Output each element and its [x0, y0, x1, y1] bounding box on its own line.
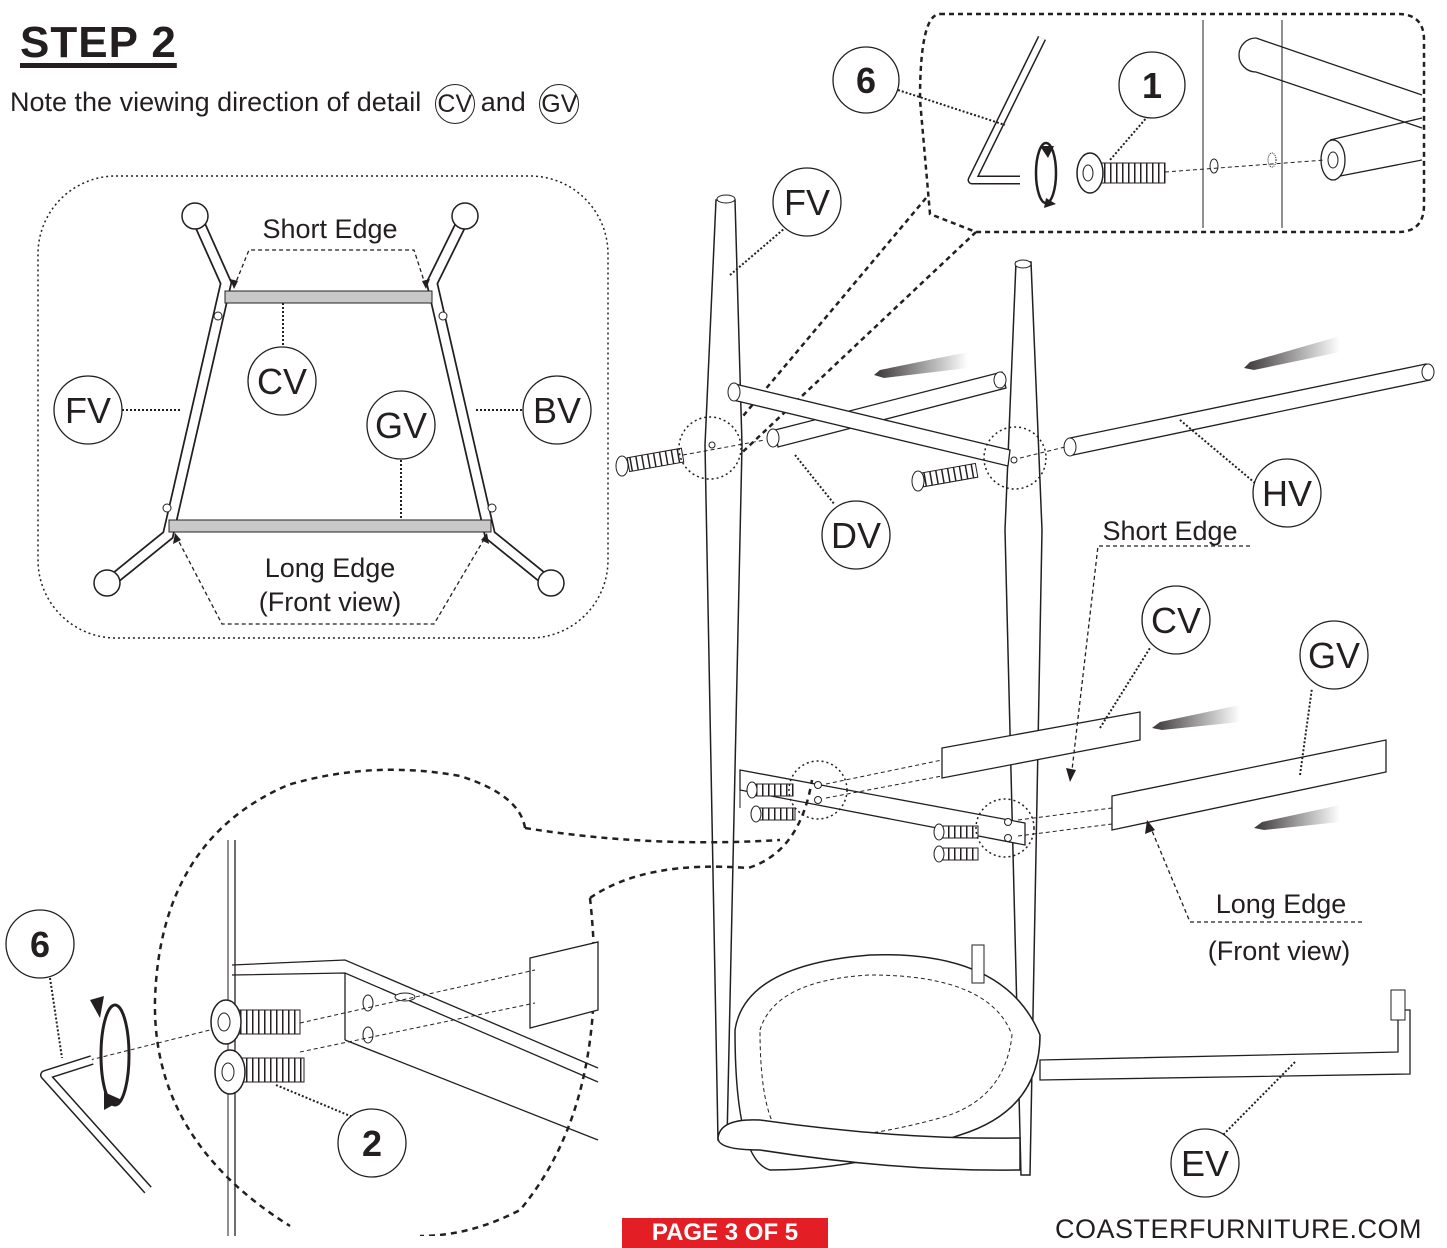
step-title: STEP 2	[20, 18, 177, 67]
seat	[734, 953, 1041, 1171]
note-conjunction: and	[480, 87, 526, 118]
bolt-1-label: 1	[1142, 65, 1162, 106]
inset-top-view: CV GV FV BV Short Edge Long Edge (Front …	[37, 175, 609, 639]
bottom-bolt-detail: 2 6	[5, 768, 814, 1236]
inset-short-edge-label: Short Edge	[262, 214, 397, 244]
plank-gv	[1111, 739, 1387, 831]
top-bolt-detail: 1 6	[832, 12, 1426, 234]
inset-foot-cap	[537, 569, 565, 597]
hv-label: HV	[1262, 473, 1312, 514]
tool-6-bottom-callout	[5, 909, 75, 979]
tool-6-bottom-label: 6	[30, 924, 50, 965]
short-edge-label: Short Edge	[1102, 516, 1237, 546]
chair-frame: FV DV HV CV GV EV Short Edge Long Edge (…	[615, 167, 1435, 1198]
inset-foot-cap	[451, 202, 479, 230]
inset-bv-callout	[522, 375, 592, 445]
inset-long-edge-label: Long Edge	[265, 553, 396, 583]
inset-gv-callout	[366, 390, 436, 460]
rotation-arrow-large	[99, 1003, 131, 1107]
cv-callout	[1141, 585, 1211, 655]
inset-cv-label: CV	[257, 361, 307, 402]
foot-ring	[717, 1119, 1021, 1171]
ev-label: EV	[1181, 1143, 1229, 1184]
hv-callout	[1252, 458, 1322, 528]
inset-foot-cap	[93, 569, 121, 597]
detail-frame	[918, 12, 1426, 234]
inset-foot-cap	[181, 202, 209, 230]
dv-callout	[821, 500, 891, 570]
inset-long-edge-pointer	[175, 535, 487, 625]
inset-gv-label: GV	[375, 405, 427, 446]
leg-fv	[704, 199, 743, 1141]
bolt-2-upper	[231, 1009, 301, 1035]
inset-bv-label: BV	[533, 390, 581, 431]
fv-callout	[772, 167, 842, 237]
cv-label: CV	[1151, 600, 1201, 641]
bolt-shank	[1094, 162, 1166, 184]
inset-cv-callout	[247, 346, 317, 416]
front-view-label: (Front view)	[1208, 936, 1351, 966]
rod-hv	[1069, 363, 1431, 456]
leg-right	[1004, 261, 1043, 1176]
inset-fv-label: FV	[65, 390, 111, 431]
inset-bolt-hole	[487, 503, 497, 513]
motion-arrow	[1152, 705, 1240, 730]
bolt-2-lower	[235, 1057, 305, 1083]
inset-fv-callout	[53, 375, 123, 445]
note-part-cv-callout: CV	[434, 84, 475, 124]
page-indicator: PAGE 3 OF 5	[622, 1218, 828, 1248]
detail-frame-circle	[153, 768, 527, 1228]
note-text: Note the viewing direction of detail	[10, 87, 422, 118]
ev-callout	[1170, 1128, 1240, 1198]
inset-front-view-label: (Front view)	[259, 587, 402, 617]
motion-arrow	[1244, 336, 1340, 370]
dv-label: DV	[831, 515, 881, 556]
inset-short-edge-pointer	[233, 249, 427, 288]
website-url: COASTERFURNITURE.COM	[1055, 1214, 1422, 1244]
bolt-2-label: 2	[362, 1123, 382, 1164]
inset-bolt-hole	[438, 311, 448, 321]
fv-label: FV	[784, 182, 830, 223]
tool-6-callout	[832, 46, 900, 114]
tool-6-label: 6	[856, 60, 876, 101]
note-part-gv-callout: GV	[539, 84, 580, 124]
motion-arrow	[1254, 805, 1340, 830]
motion-arrow	[874, 352, 968, 378]
bolt-2-callout	[337, 1108, 407, 1178]
bolt-top-left	[626, 447, 685, 473]
gv-label: GV	[1308, 635, 1360, 676]
inset-frame	[37, 175, 609, 639]
bolt-1-callout	[1118, 51, 1186, 119]
inset-bolt-hole	[213, 311, 223, 321]
gv-callout	[1299, 620, 1369, 690]
long-edge-label: Long Edge	[1216, 889, 1347, 919]
inset-bolt-hole	[162, 503, 172, 513]
rod-ev	[1039, 1009, 1411, 1081]
plank-cv	[941, 711, 1141, 779]
bolt-top-right	[920, 462, 979, 488]
inset-long-rail	[168, 519, 492, 533]
inset-short-rail	[224, 290, 433, 304]
